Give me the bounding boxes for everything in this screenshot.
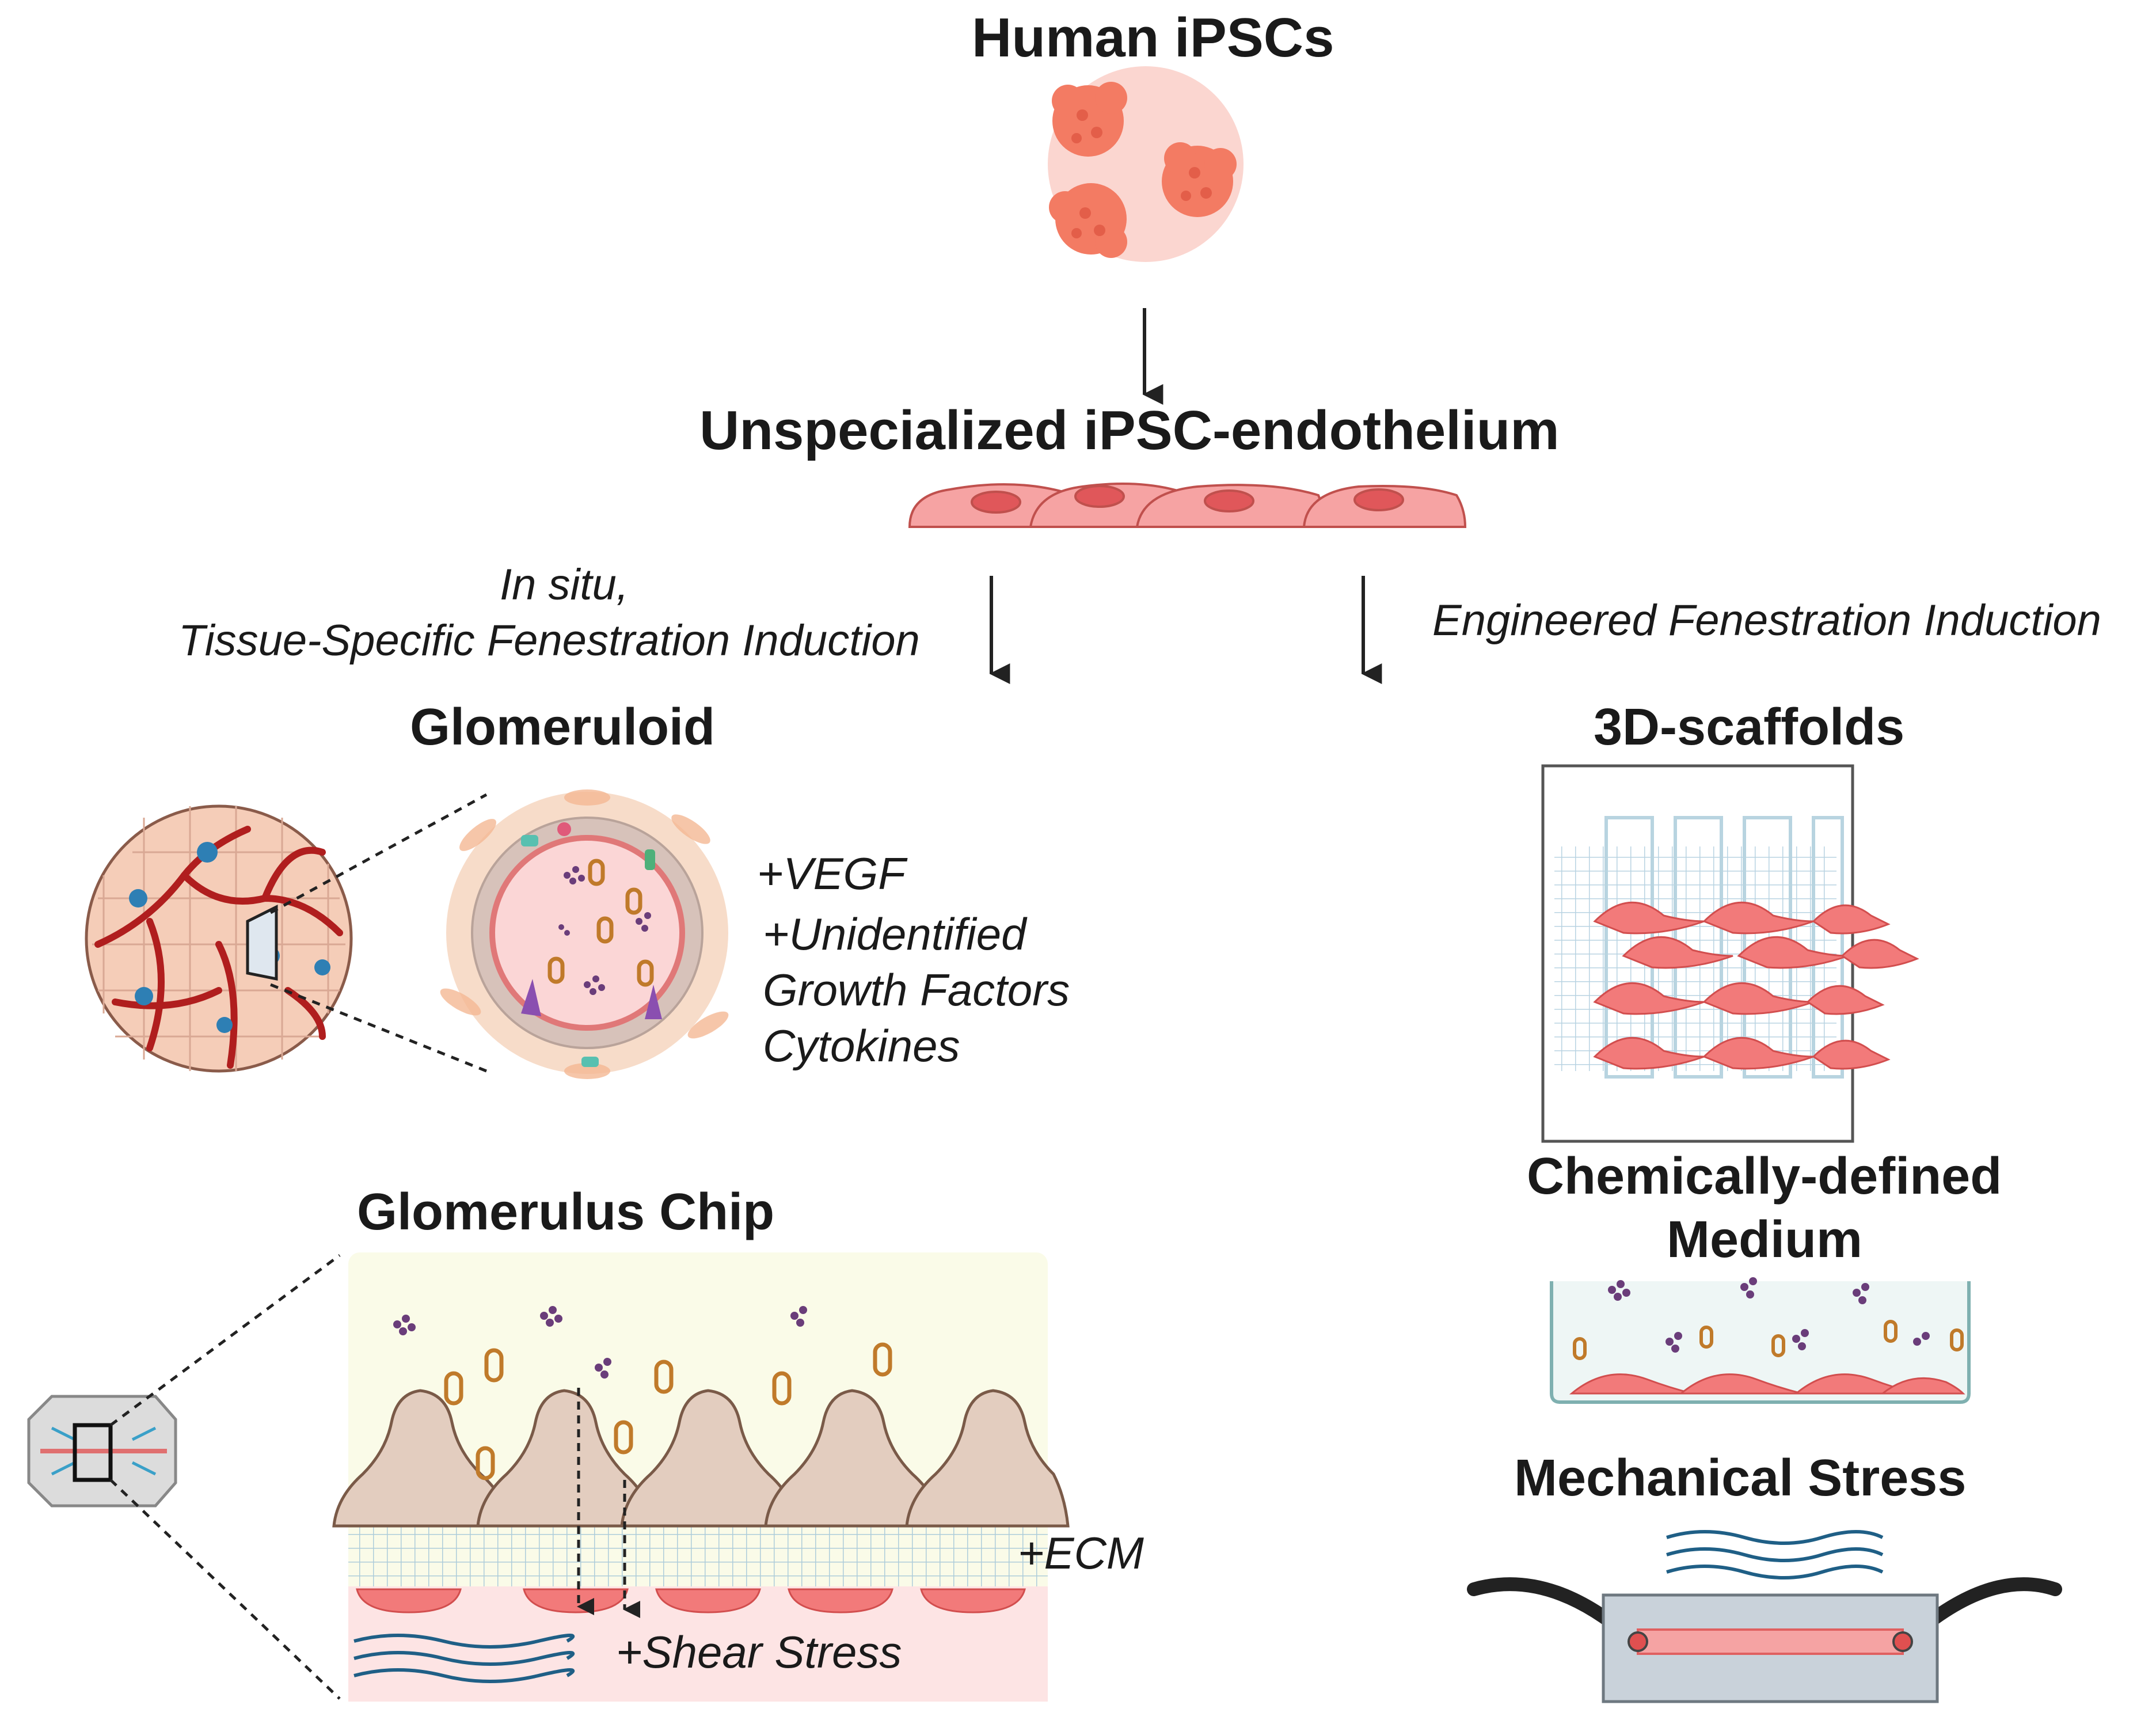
factor-cytokines: Cytokines bbox=[763, 1020, 960, 1071]
endothelium-cells-icon bbox=[908, 483, 1467, 528]
branch-left-line2: Tissue-Specific Fenestration Induction bbox=[178, 616, 920, 665]
title-glomeruloid: Glomeruloid bbox=[410, 698, 716, 756]
glomerulus-cross-section-icon bbox=[440, 789, 729, 1079]
factor-unidentified: +Unidentified bbox=[763, 909, 1026, 959]
chip-zoom-line-bottom bbox=[109, 1479, 341, 1700]
glomerulus-chip-detail-icon bbox=[332, 1252, 1070, 1702]
ipsc-dish-icon bbox=[1048, 66, 1244, 262]
medium-dish-icon bbox=[1550, 1277, 1971, 1404]
label-shear-stress: +Shear Stress bbox=[616, 1627, 902, 1677]
title-endothelium: Unspecialized iPSC-endothelium bbox=[699, 400, 1560, 461]
branch-right: Engineered Fenestration Induction bbox=[1432, 596, 2101, 645]
label-ecm: +ECM bbox=[1018, 1528, 1144, 1578]
title-medium-line1: Chemically-defined bbox=[1527, 1148, 2002, 1205]
factor-vegf: +VEGF bbox=[757, 848, 906, 899]
factor-growth: Growth Factors bbox=[763, 965, 1070, 1015]
title-mechanical-stress: Mechanical Stress bbox=[1514, 1449, 1967, 1507]
mechanical-stress-icon bbox=[1467, 1530, 2062, 1703]
scaffold-3d-icon bbox=[1541, 764, 1919, 1143]
title-3d-scaffolds: 3D-scaffolds bbox=[1594, 698, 1905, 756]
title-medium-line2: Medium bbox=[1667, 1211, 1863, 1269]
glomeruloid-sphere-icon bbox=[85, 804, 353, 1073]
title-glomerulus-chip: Glomerulus Chip bbox=[357, 1183, 775, 1241]
branch-left-line1: In situ, bbox=[500, 560, 629, 609]
title-human-ipscs: Human iPSCs bbox=[972, 7, 1334, 69]
chip-zoom-line-top bbox=[109, 1254, 341, 1427]
zoom-line-top bbox=[269, 793, 488, 914]
chip-device-icon bbox=[27, 1395, 177, 1508]
